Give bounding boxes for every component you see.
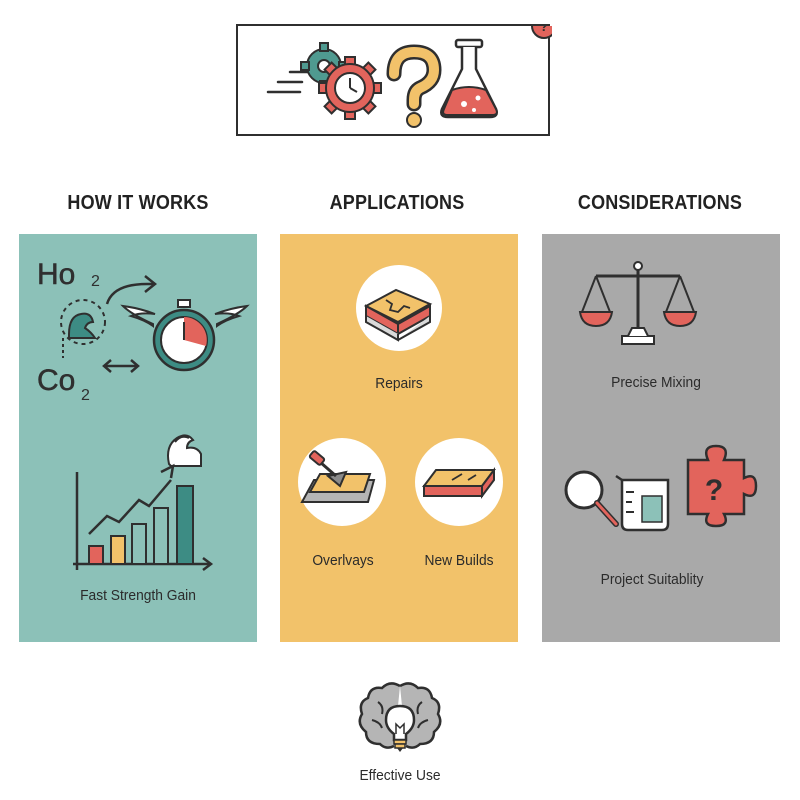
flexed-arm-icon — [60, 299, 106, 358]
question-badge-icon: ? — [531, 26, 552, 39]
beaker-icon — [615, 474, 670, 532]
double-arrow-icon — [102, 359, 140, 373]
growth-chart-icon — [73, 463, 214, 571]
column-title-how-it-works: HOW IT WORKS — [67, 192, 209, 214]
fast-strength-gain-label: Fast Strength Gain — [80, 587, 196, 604]
new-slab-icon — [415, 438, 503, 526]
effective-use-label: Effective Use — [359, 767, 441, 784]
header-illustration: ? — [266, 26, 552, 128]
considerations-illustration: ? — [564, 261, 758, 532]
precise-mixing-label: Precise Mixing — [611, 374, 701, 391]
curved-arrow-icon — [105, 282, 153, 305]
considerations-panel: ? Precise Mixing Project Suitablity — [542, 234, 780, 642]
bicep-icon — [167, 434, 202, 467]
winged-stopwatch-icon — [120, 299, 250, 372]
speed-lines-icon — [266, 70, 310, 94]
how-it-works-panel: Ho 2 Co 2 — [19, 234, 257, 642]
formula-bottom-subscript: 2 — [81, 387, 90, 404]
magnifier-icon — [564, 470, 619, 527]
how-it-works-illustration: Ho 2 Co 2 — [37, 258, 250, 571]
formula-top-subscript: 2 — [91, 273, 100, 290]
brain-lightbulb-icon — [358, 682, 442, 752]
formula-top: Ho — [37, 258, 75, 291]
new-builds-label: New Builds — [424, 552, 494, 569]
balance-scale-icon — [578, 261, 698, 345]
svg-text:?: ? — [705, 474, 723, 507]
overlays-label: Overlvays — [312, 552, 374, 569]
cracked-slab-icon — [356, 265, 442, 351]
clock-gear-icon — [318, 56, 382, 120]
svg-text:?: ? — [540, 26, 549, 34]
applications-panel: Repairs Overlvays New Builds — [280, 234, 518, 642]
applications-illustration — [298, 265, 503, 526]
flask-icon — [440, 38, 498, 119]
repairs-label: Repairs — [375, 375, 423, 392]
project-suitability-label: Project Suitablity — [600, 571, 704, 588]
puzzle-question-icon: ? — [686, 444, 758, 528]
trowel-overlay-icon — [298, 438, 386, 526]
question-mark-icon — [386, 44, 442, 128]
header-banner: ? — [236, 24, 552, 136]
formula-bottom: Co — [37, 364, 75, 397]
column-title-applications: APPLICATIONS — [329, 192, 465, 214]
column-title-considerations: CONSIDERATIONS — [577, 192, 743, 214]
